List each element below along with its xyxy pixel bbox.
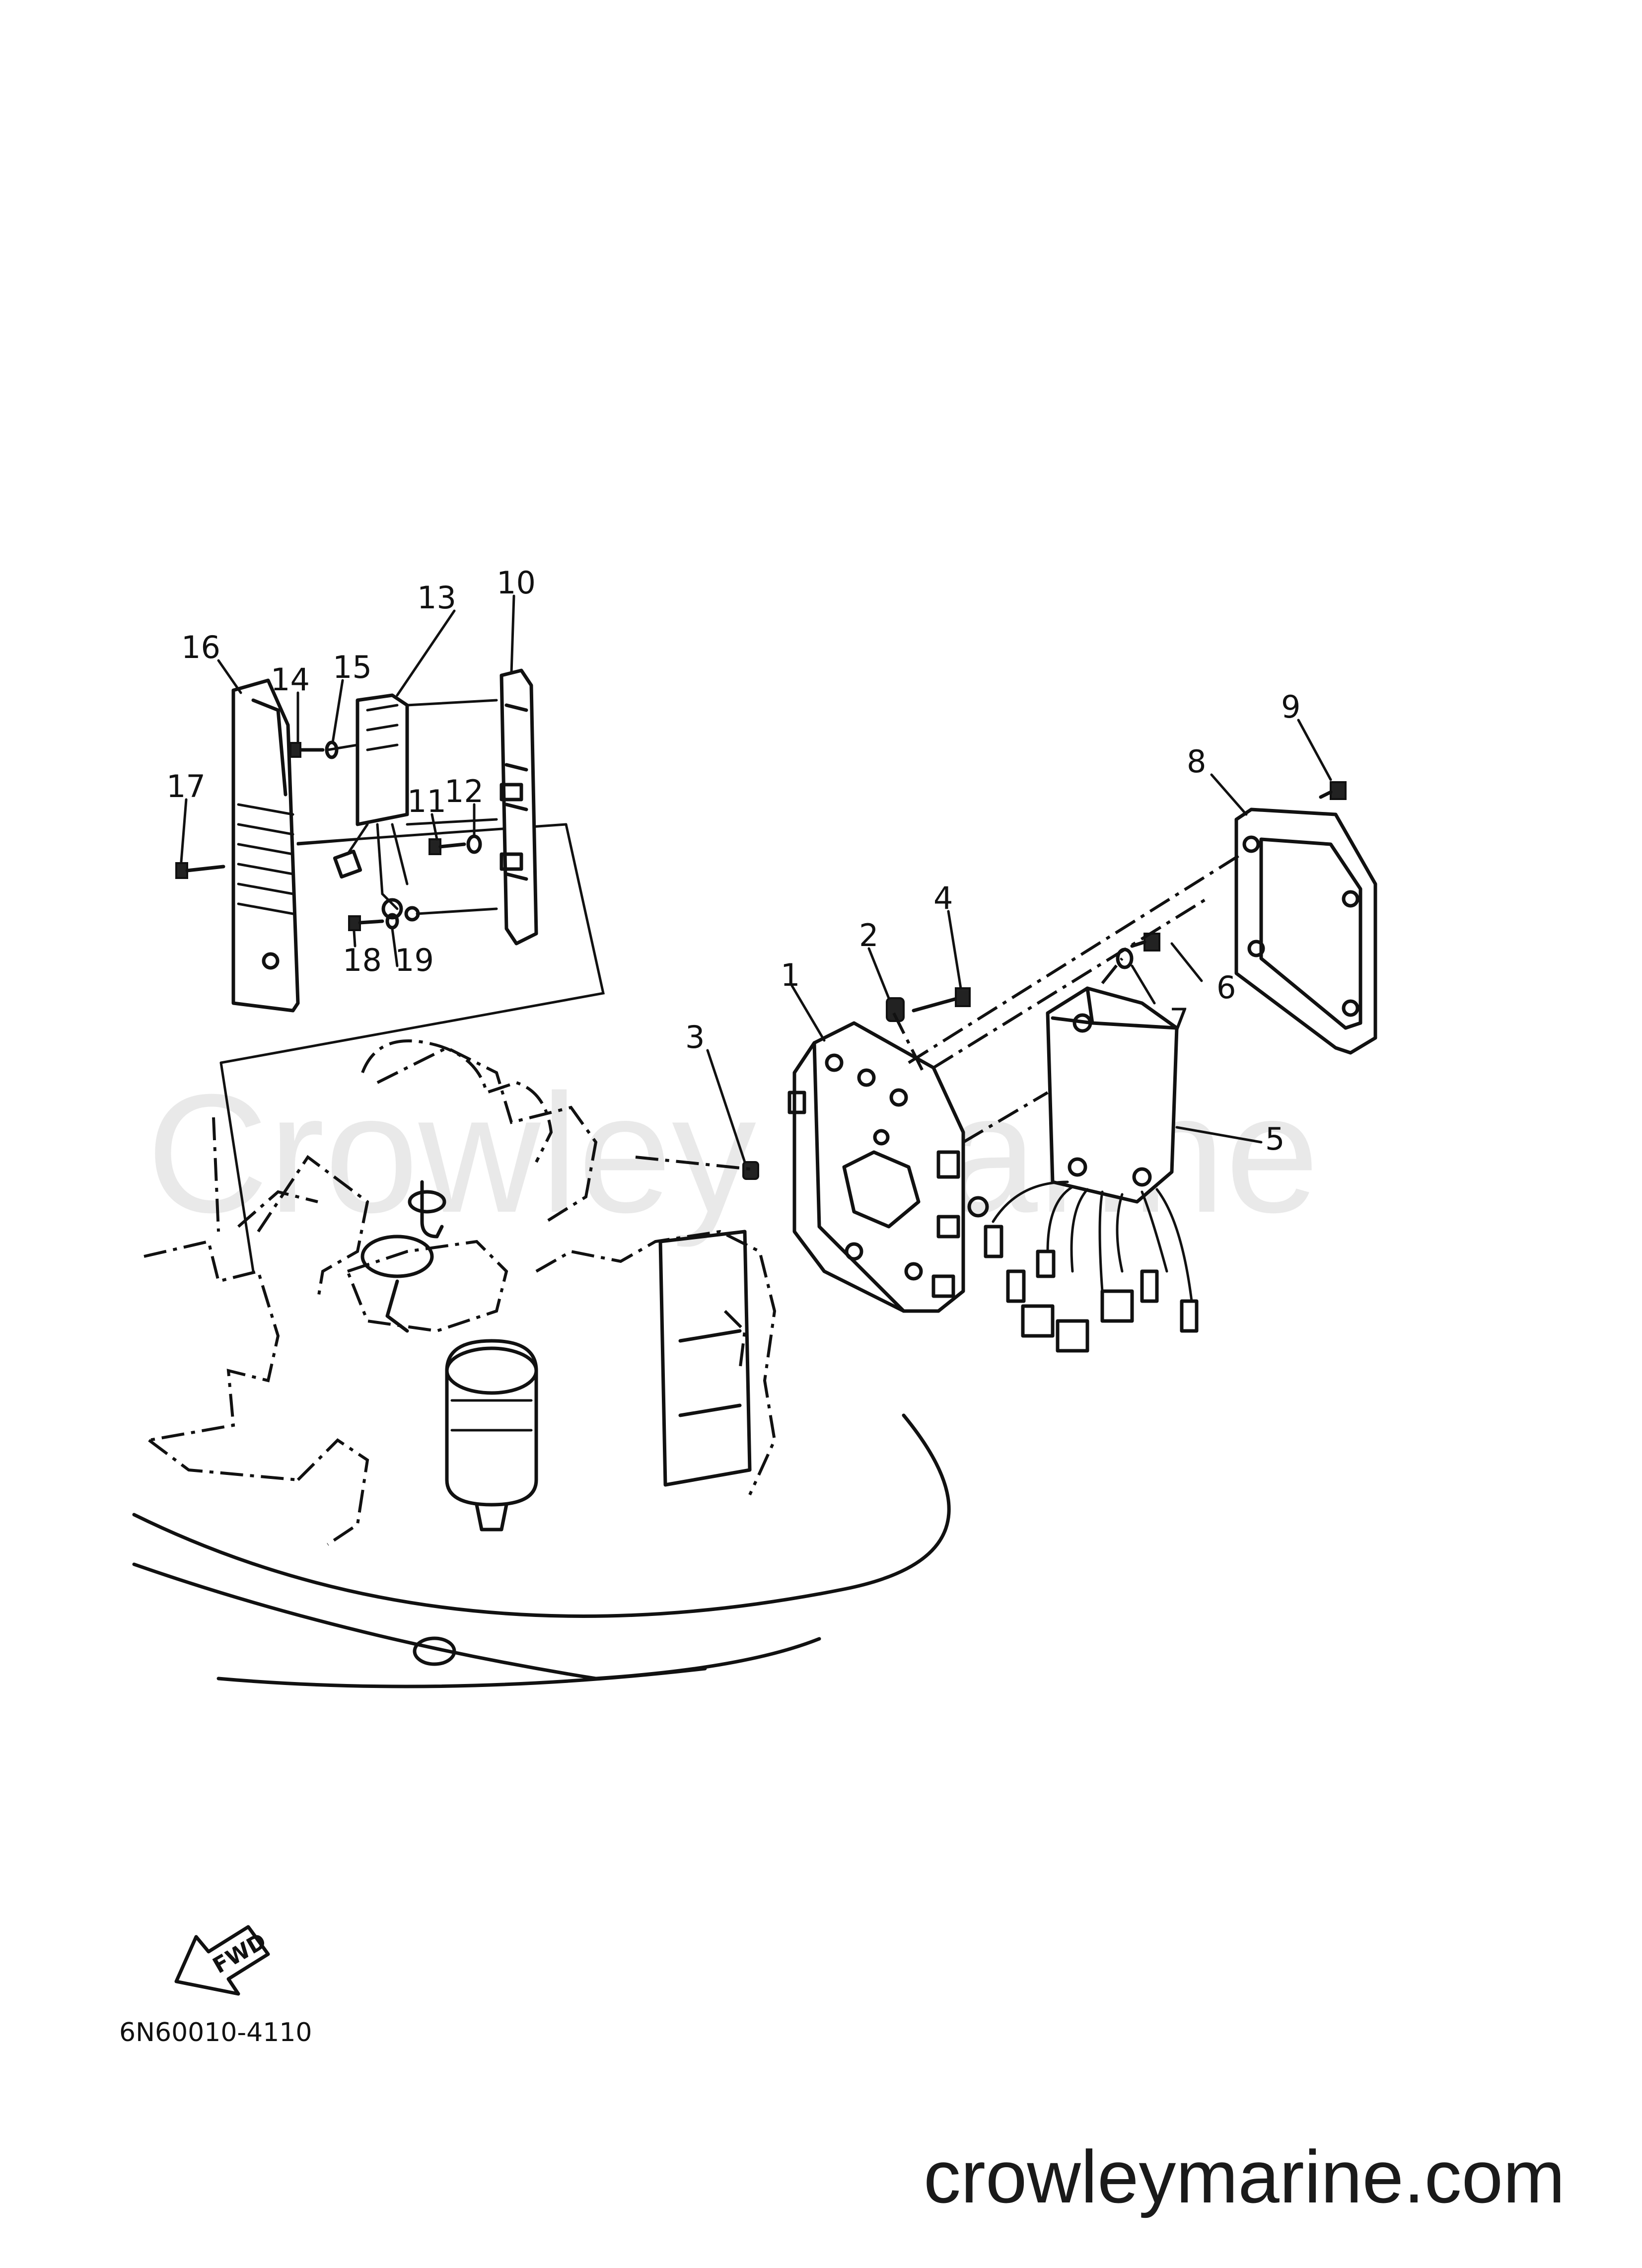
callout-13: 13 — [417, 580, 456, 616]
part-1-base-plate — [787, 1021, 965, 1313]
callout-9: 9 — [1281, 689, 1300, 725]
callout-3: 3 — [685, 1019, 705, 1055]
callout-2: 2 — [859, 917, 878, 953]
callout-12: 12 — [444, 773, 484, 809]
callout-16: 16 — [181, 629, 220, 665]
callout-14: 14 — [271, 661, 310, 698]
callout-1: 1 — [781, 957, 800, 993]
callout-11: 11 — [407, 783, 446, 819]
callout-leaders — [180, 594, 1332, 1164]
callout-17: 17 — [166, 768, 206, 805]
callout-10: 10 — [497, 565, 536, 601]
callout-5: 5 — [1265, 1121, 1285, 1157]
callout-7: 7 — [1169, 1002, 1189, 1038]
assembly-axes — [635, 853, 1242, 1171]
callout-numbers: 1 2 3 4 5 6 7 8 9 10 11 12 13 14 15 16 1… — [166, 565, 1300, 1157]
part-16-cover — [231, 678, 300, 1013]
callout-15: 15 — [333, 649, 372, 685]
part-13-rectifier — [333, 693, 420, 922]
callout-4: 4 — [933, 880, 953, 916]
diagram-code: 6N60010-4110 — [119, 2018, 312, 2048]
part-5-cdi-unit — [967, 986, 1199, 1353]
fwd-arrow: FWD — [174, 1925, 271, 1996]
callout-19: 19 — [395, 942, 434, 978]
part-10-bracket — [500, 668, 538, 946]
callout-8: 8 — [1187, 743, 1206, 780]
callout-18: 18 — [343, 942, 382, 978]
engine-base-outline — [132, 1039, 951, 1688]
callout-6: 6 — [1216, 969, 1236, 1006]
main-fasteners — [742, 781, 1347, 1180]
part-8-cover-frame — [1234, 807, 1377, 1055]
website-text: crowleymarine.com — [924, 2135, 1565, 2218]
inset-fasteners — [175, 699, 498, 931]
